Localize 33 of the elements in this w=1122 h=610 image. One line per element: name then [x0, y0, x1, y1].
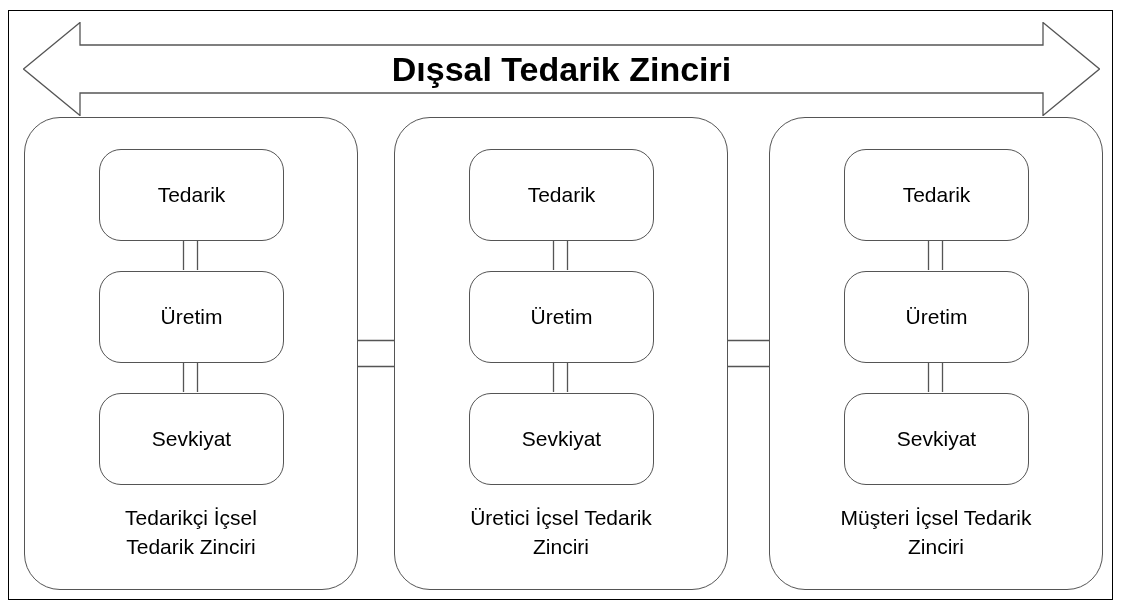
process-box	[844, 149, 1029, 241]
process-label: Tedarik	[157, 182, 226, 209]
process-label: Sevkiyat	[521, 426, 602, 453]
group-container	[769, 117, 1103, 590]
process-label: Sevkiyat	[896, 426, 977, 453]
group-label: Üretici İçsel Tedarik Zinciri	[469, 505, 653, 560]
process-label: Tedarik	[527, 182, 596, 209]
process-label: Sevkiyat	[151, 426, 232, 453]
group-label: Tedarikçi İçsel Tedarik Zinciri	[124, 505, 258, 560]
process-box	[99, 149, 284, 241]
double-line-connector	[927, 361, 944, 393]
double-line-connector	[727, 339, 770, 368]
process-box	[469, 393, 654, 485]
process-box	[469, 271, 654, 363]
group-container	[24, 117, 358, 590]
process-box	[844, 393, 1029, 485]
process-box	[99, 393, 284, 485]
double-line-connector	[357, 339, 395, 368]
double-line-connector	[552, 239, 569, 271]
process-label: Üretim	[160, 304, 223, 331]
double-line-connector	[182, 361, 199, 393]
group-label: Müşteri İçsel Tedarik Zinciri	[839, 505, 1033, 560]
process-box	[844, 271, 1029, 363]
double-line-connector	[552, 361, 569, 393]
arrow-title: Dışsal Tedarik Zinciri	[391, 52, 732, 86]
group-container	[394, 117, 728, 590]
process-box	[469, 149, 654, 241]
process-label: Tedarik	[902, 182, 971, 209]
process-box	[99, 271, 284, 363]
process-label: Üretim	[905, 304, 968, 331]
double-line-connector	[182, 239, 199, 271]
double-line-connector	[927, 239, 944, 271]
process-label: Üretim	[530, 304, 593, 331]
